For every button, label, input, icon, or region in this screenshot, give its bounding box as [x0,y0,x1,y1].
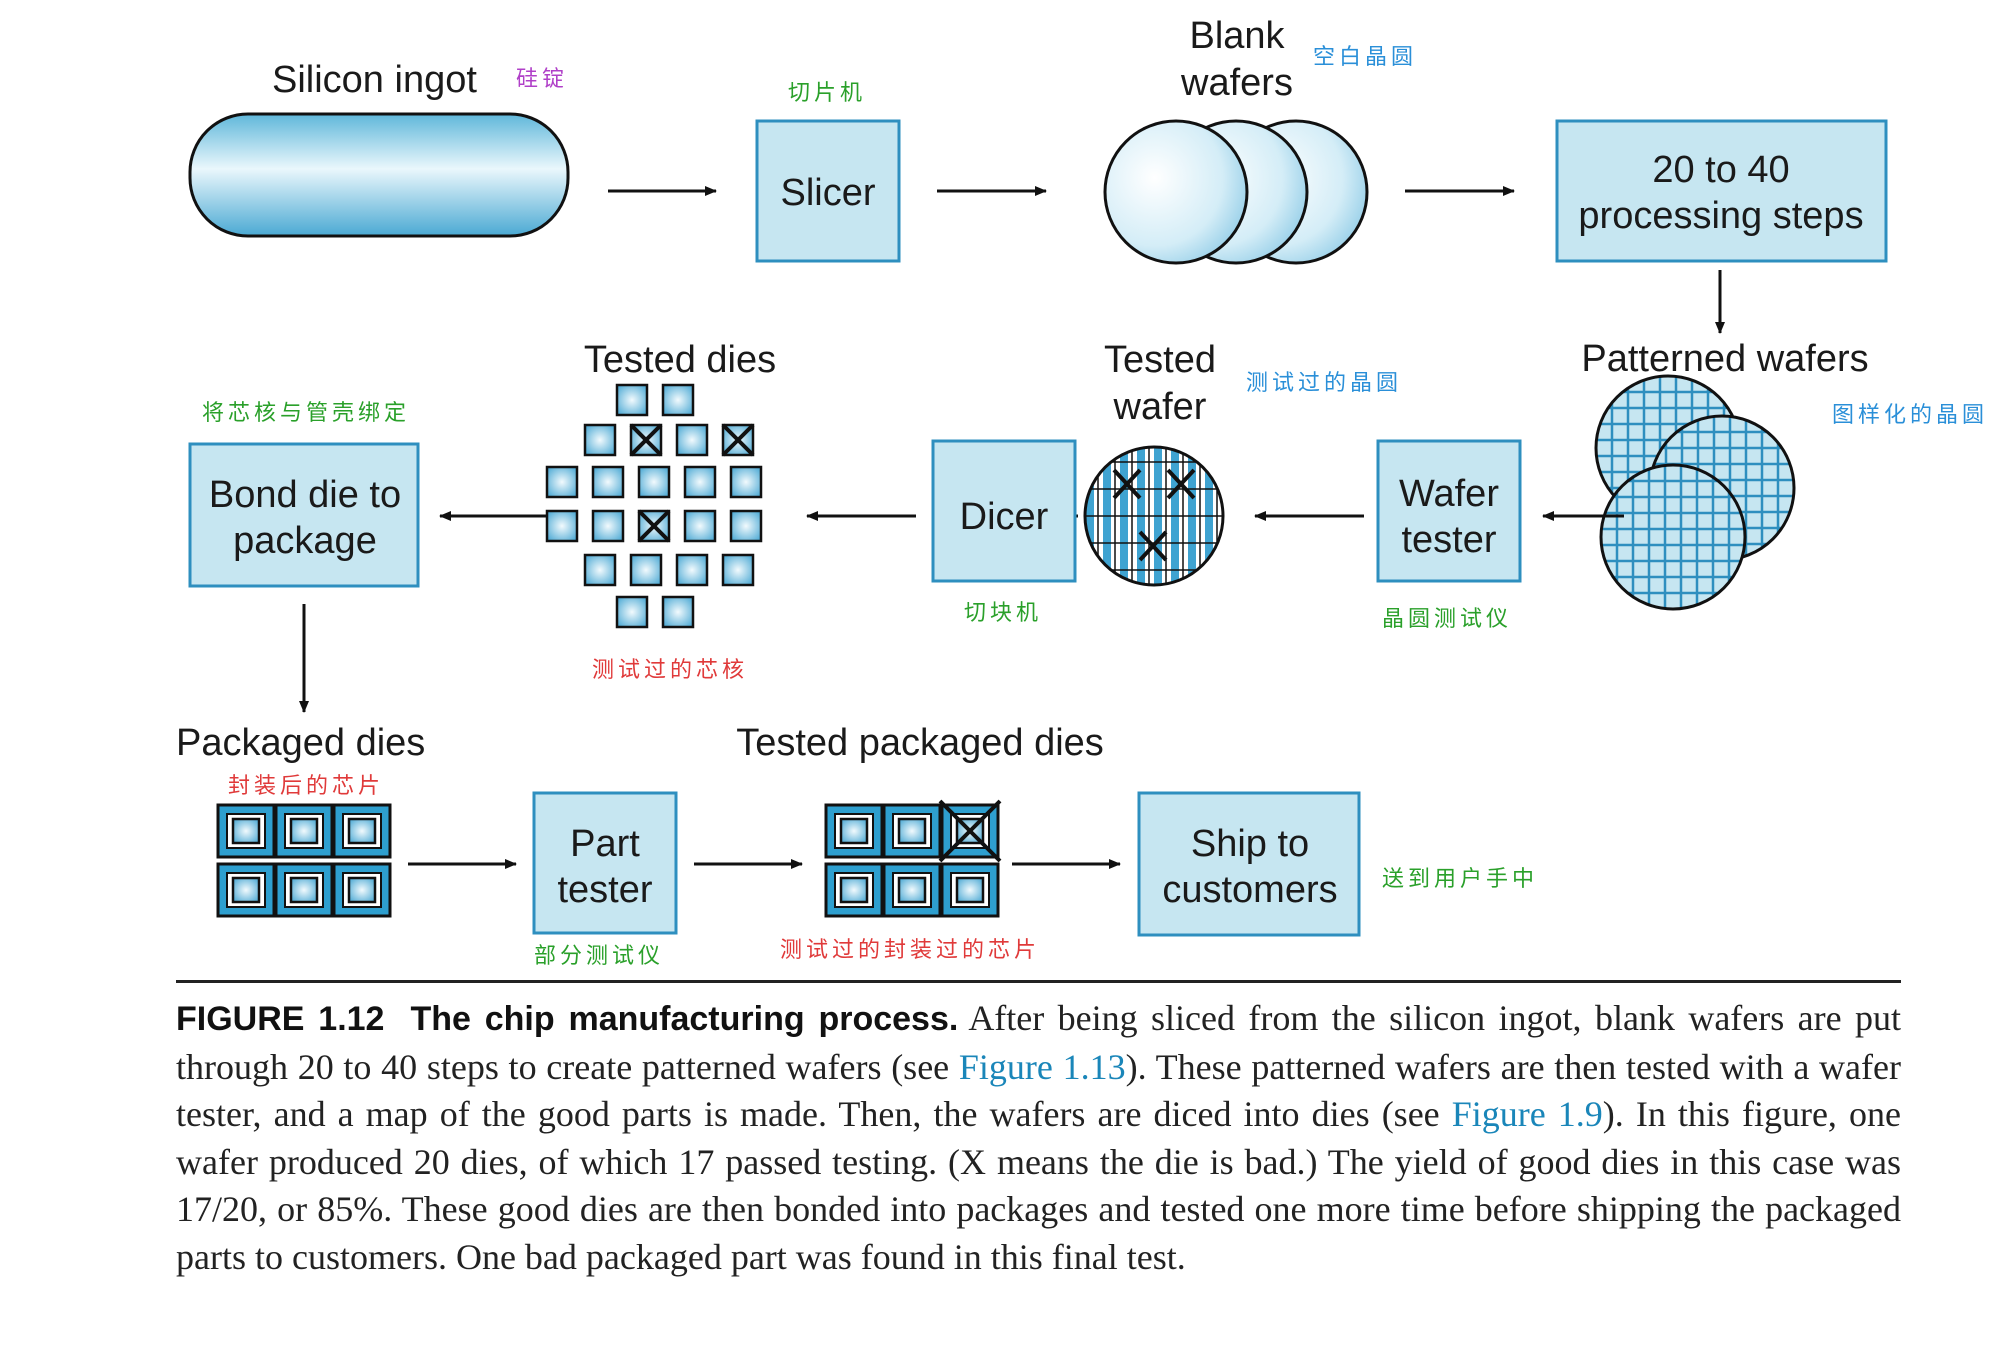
tested-wafer-bad-x-1 [1112,468,1142,500]
caption-divider [176,980,1901,983]
tested-die [675,423,709,457]
tested-packaged-die [824,862,884,918]
tested-packaged-die [824,803,884,859]
packaged-dies-label: Packaged dies [176,722,425,764]
blank-wafers-label-line1: Blank [1189,15,1285,57]
tested-die [729,465,763,499]
bond-die-label-line1: Bond die to [209,474,401,516]
manufacturing-flow-diagram: Silicon ingot 硅锭 切片机 Slicer Blank wafers… [176,15,1988,969]
slicer-zh-label: 切片机 [788,81,866,106]
ship-label-line1: Ship to [1191,823,1309,865]
packaged-die [332,862,392,918]
dicer-label: Dicer [960,496,1049,538]
ship-label-line2: customers [1162,869,1337,911]
processing-steps-label-line1: 20 to 40 [1652,149,1789,191]
tested-die [629,553,663,587]
tested-packaged-die-bad [938,799,1002,863]
silicon-ingot-label: Silicon ingot [272,59,477,101]
tested-packaged-die [882,803,942,859]
blank-wafers-zh-label: 空白晶圆 [1313,45,1417,70]
tested-wafer-shape [1083,445,1225,587]
tested-wafer-label-line2: wafer [1113,386,1207,428]
figure-caption: FIGURE 1.12 The chip manufacturing proces… [176,995,1901,1281]
tested-packaged-dies-group [824,799,1002,918]
tested-dies-zh-label: 测试过的芯核 [592,658,748,683]
blank-wafers-label-line2: wafers [1180,62,1293,104]
wafer-tester-label-line1: Wafer [1399,473,1499,515]
tested-wafer-label-line1: Tested [1104,339,1216,381]
tested-die [661,595,695,629]
tested-die [545,465,579,499]
part-tester-label-line1: Part [570,823,640,865]
slicer-box [755,119,901,263]
caption-text-3: ). In this figure, one wafer produced 20… [176,1094,1901,1277]
bond-die-label-line2: package [233,520,377,562]
processing-steps-box [1555,119,1888,263]
tested-die-bad [629,423,663,457]
figure-link-1-9[interactable]: Figure 1.9 [1451,1094,1603,1134]
tested-die [591,509,625,543]
tested-dies-label: Tested dies [584,339,776,381]
tested-packaged-die [940,862,1000,918]
tested-die [661,383,695,417]
tested-dies-group [545,383,763,629]
tested-packaged-dies-label: Tested packaged dies [736,722,1104,764]
patterned-wafers-shape [1594,374,1796,611]
blank-wafers-shape [1103,119,1369,265]
packaged-die [216,803,276,859]
tested-die-bad [637,509,671,543]
packaged-dies-group [216,803,392,918]
figure-title: The chip manufacturing process. [410,1000,959,1038]
packaged-die [216,862,276,918]
caption-text-1: After being sliced from the silicon ingo… [176,998,1901,1087]
silicon-ingot-shape [188,112,570,238]
tested-wafer-bad-x-3 [1138,530,1168,562]
wafer-tester-label-line2: tester [1401,519,1496,561]
figure-label: FIGURE 1.12 [176,1000,385,1038]
tested-packaged-die [882,862,942,918]
tested-die [591,465,625,499]
tested-die [583,423,617,457]
tested-die-bad [721,423,755,457]
silicon-ingot-zh-label: 硅锭 [516,67,568,92]
tested-die [721,553,755,587]
caption-text-2: ). These patterned wafers are then teste… [176,1046,1901,1135]
tested-die [615,383,649,417]
tested-wafer-bad-x-2 [1166,468,1196,500]
dicer-zh-label: 切块机 [964,601,1042,626]
part-tester-zh-label: 部分测试仪 [534,944,664,969]
patterned-wafers-label: Patterned wafers [1581,338,1868,380]
tested-die [729,509,763,543]
figure-link-1-13[interactable]: Figure 1.13 [958,1046,1126,1087]
wafer-tester-box [1376,439,1522,583]
packaged-die [274,803,334,859]
bond-die-box [188,442,420,588]
ship-box [1137,791,1361,937]
processing-steps-label-line2: processing steps [1578,195,1863,237]
tested-die [615,595,649,629]
bond-die-zh-label: 将芯核与管壳绑定 [202,401,410,426]
part-tester-box [532,791,678,935]
packaged-dies-zh-label: 封装后的芯片 [228,774,384,799]
packaged-die [274,862,334,918]
dicer-box [931,439,1077,583]
tested-die [675,553,709,587]
tested-die [583,553,617,587]
tested-packaged-dies-zh-label: 测试过的封装过的芯片 [780,938,1040,963]
tested-wafer-zh-label: 测试过的晶圆 [1246,371,1402,396]
tested-die [683,509,717,543]
wafer-tester-zh-label: 晶圆测试仪 [1382,607,1512,632]
tested-die [683,465,717,499]
tested-die [637,465,671,499]
tested-die [545,509,579,543]
part-tester-label-line2: tester [557,869,652,911]
ship-zh-label: 送到用户手中 [1382,867,1538,892]
packaged-die [332,803,392,859]
patterned-wafers-zh-label: 图样化的晶圆 [1832,403,1988,428]
slicer-label: Slicer [780,172,875,214]
